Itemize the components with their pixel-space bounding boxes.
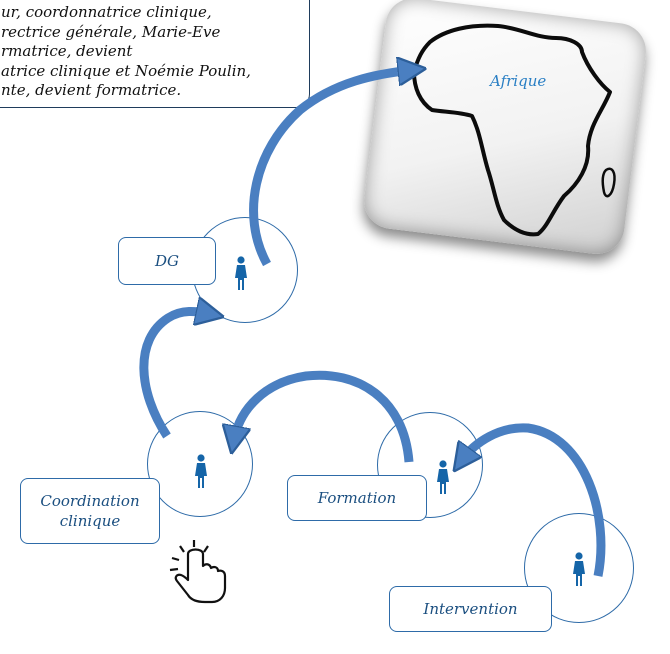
- note-line-3: rmatrice, devient: [1, 42, 133, 60]
- note-line-4: atrice clinique et Noémie Poulin,: [1, 61, 251, 80]
- coordination-label-line2: clinique: [59, 512, 121, 530]
- madagascar-outline: [601, 167, 616, 198]
- note-line-2: rectrice générale, Marie-Eve: [1, 22, 221, 41]
- arrow-intervention-to-formation: [462, 423, 606, 577]
- arrow-dg-to-afrique: [249, 70, 412, 267]
- afrique-label: Afrique: [490, 72, 547, 90]
- note-line-5: nte, devient formatrice.: [1, 81, 182, 99]
- africa-outline: [412, 23, 612, 237]
- dg-box[interactable]: DG: [118, 237, 216, 285]
- intervention-label: Intervention: [423, 600, 518, 618]
- coordination-box[interactable]: Coordination clinique: [20, 478, 160, 544]
- dg-label: DG: [154, 252, 179, 270]
- coordination-circle: [147, 411, 253, 517]
- note-line-1: ur, coordonnatrice clinique,: [1, 3, 212, 21]
- arrow-formation-to-coordination: [234, 370, 414, 463]
- formation-circle: [377, 412, 483, 518]
- arrow-coordination-to-dg: [139, 311, 210, 439]
- formation-label: Formation: [317, 489, 397, 507]
- formation-box[interactable]: Formation: [287, 475, 427, 521]
- pointer-click-icon: [169, 540, 227, 604]
- coordination-label-line1: Coordination: [40, 492, 140, 510]
- intervention-circle: [524, 513, 634, 623]
- info-note: ur, coordonnatrice clinique, rectrice gé…: [0, 0, 310, 108]
- intervention-box[interactable]: Intervention: [389, 586, 552, 632]
